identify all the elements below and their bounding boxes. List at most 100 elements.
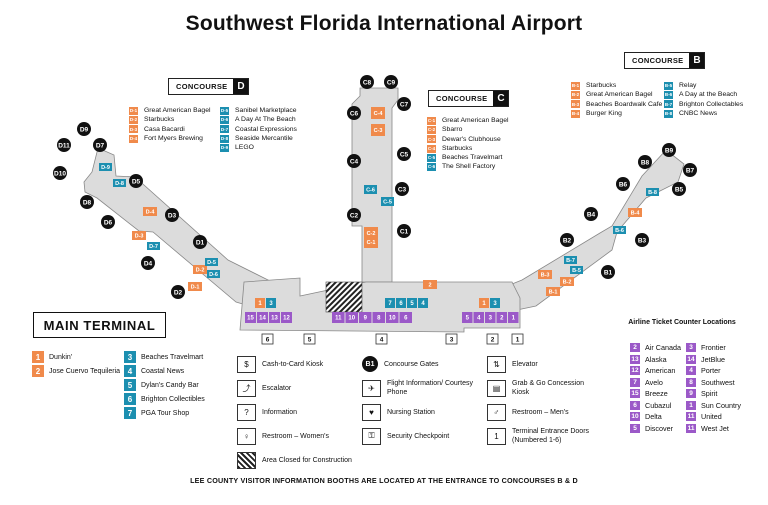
ticket-counter-marker-label: 10: [389, 316, 396, 322]
airline-counter-number: 1: [686, 400, 696, 410]
legend-item: ♂Restroom – Men's: [487, 400, 602, 424]
ticket-counter-marker-label: 14: [259, 316, 266, 322]
concourse-b-retail-name: CNBC News: [679, 109, 718, 117]
grab-go-kiosk-icon: ▤: [487, 379, 506, 397]
concourse-c-dining-marker: [371, 107, 385, 119]
gate-label: C8: [363, 79, 372, 86]
concourse-b-retail-code: B-7: [664, 100, 673, 109]
legend-col-3: ⇅Elevator▤Grab & Go Concession Kiosk♂Res…: [487, 352, 602, 448]
main-retail-name: Brighton Collectibles: [141, 395, 205, 403]
ticket-counter-marker-label: 4: [477, 316, 481, 322]
gate-marker: [165, 208, 179, 222]
ticket-counter-marker: [332, 312, 345, 323]
airline-counter-number: 9: [686, 389, 696, 399]
main-shop-marker-label: 4: [421, 301, 425, 307]
legend-label: Flight Information/ Courtesy Phone: [387, 380, 473, 396]
gate-marker: [397, 147, 411, 161]
concourse-b-retail-marker-label: B-8: [648, 190, 657, 196]
ticket-counter-marker-label: 6: [404, 316, 408, 322]
gate-marker: [53, 166, 67, 180]
gate-marker: [635, 233, 649, 247]
gate-marker: [638, 155, 652, 169]
legend-item: ♀Restroom – Women's: [237, 424, 352, 448]
concourse-c-retail-marker-label: C-5: [383, 200, 392, 206]
main-retail-number: 5: [124, 379, 136, 391]
entrance-door-label: 5: [308, 337, 312, 344]
concourse-d-dining-marker-label: D-3: [135, 234, 144, 240]
airline-counter-number: 13: [630, 354, 640, 364]
airline-name: Spirit: [701, 389, 718, 399]
legend-label: Escalator: [262, 384, 292, 392]
main-dining-name: Jose Cuervo Tequileria: [49, 367, 121, 375]
gate-marker: [171, 285, 185, 299]
concourse-d-dining-marker: [188, 282, 202, 291]
main-retail-name: PGA Tour Shop: [141, 409, 190, 417]
airline-counter-number: 4: [686, 366, 696, 376]
concourse-c-label: CONCOURSE C: [428, 90, 510, 107]
concourse-d-dining-marker: [193, 265, 207, 274]
ticket-counter-marker: [386, 312, 399, 323]
concourse-c-dining-code: C-3: [427, 135, 436, 144]
gate-marker: [347, 208, 361, 222]
concourse-b-dining-name: Burger King: [586, 109, 622, 117]
main-retail-number: 7: [124, 407, 136, 419]
gate-marker: [93, 138, 107, 152]
legend-col-1: $Cash-to-Card Kiosk⤴Escalator?Informatio…: [237, 352, 352, 472]
concourse-b-retail-marker: [570, 266, 583, 274]
ticket-counter-marker: [399, 312, 412, 323]
gate-label: B5: [675, 186, 684, 193]
ticket-counter-marker: [462, 312, 473, 323]
airline-counter-number: 12: [630, 366, 640, 376]
legend-item: $Cash-to-Card Kiosk: [237, 352, 352, 376]
legend-label: Terminal Entrance Doors (Numbered 1-6): [512, 428, 590, 444]
gate-label: D5: [132, 178, 141, 185]
construction-area: [325, 281, 363, 313]
concourse-d-dining-name: Starbucks: [144, 116, 175, 124]
ticket-counter-marker: [281, 312, 292, 323]
ticket-counter-marker-label: 1: [512, 316, 516, 322]
gate-label: D4: [144, 260, 153, 267]
concourse-b-dining-marker-label: B-4: [631, 211, 641, 217]
concourse-b-dining-code: B-2: [571, 90, 580, 99]
concourse-d-dining-code: D-1: [129, 106, 138, 115]
concourse-d-dining-marker-label: D-4: [146, 210, 156, 216]
airline-counter-number: 6: [630, 400, 640, 410]
legend-label: Concourse Gates: [384, 360, 439, 368]
main-shop-marker-label: 1: [482, 301, 486, 307]
gate-marker: [57, 138, 71, 152]
main-retail-number: 3: [124, 351, 136, 363]
concourse-b-dining-marker-label: B-2: [563, 280, 572, 286]
concourse-d-retail-name: Seaside Mercantile: [235, 134, 293, 142]
gate-label: D2: [174, 289, 183, 296]
concourse-b-dining-marker-label: B-1: [549, 290, 558, 296]
main-retail-item: 7 PGA Tour Shop: [124, 406, 205, 420]
concourse-b-retail-code: B-5: [664, 81, 673, 90]
legend-label: Grab & Go Concession Kiosk: [512, 380, 584, 396]
ticket-counter-marker: [473, 312, 484, 323]
gate-label: C3: [398, 186, 407, 193]
concourse-d-dining-name: Great American Bagel: [144, 107, 211, 114]
concourse-c-retail-marker-label: C-6: [366, 188, 375, 194]
gate-label: B2: [563, 237, 572, 244]
main-shop-marker-label: 1: [258, 301, 262, 307]
restroom-men-icon: ♂: [487, 403, 506, 421]
concourse-c-dining-name: Sbarro: [442, 126, 463, 134]
ticket-counter-marker: [269, 312, 280, 323]
concourse-b-dining-code: B-3: [571, 100, 580, 109]
concourse-b-retail-marker: [564, 256, 577, 264]
